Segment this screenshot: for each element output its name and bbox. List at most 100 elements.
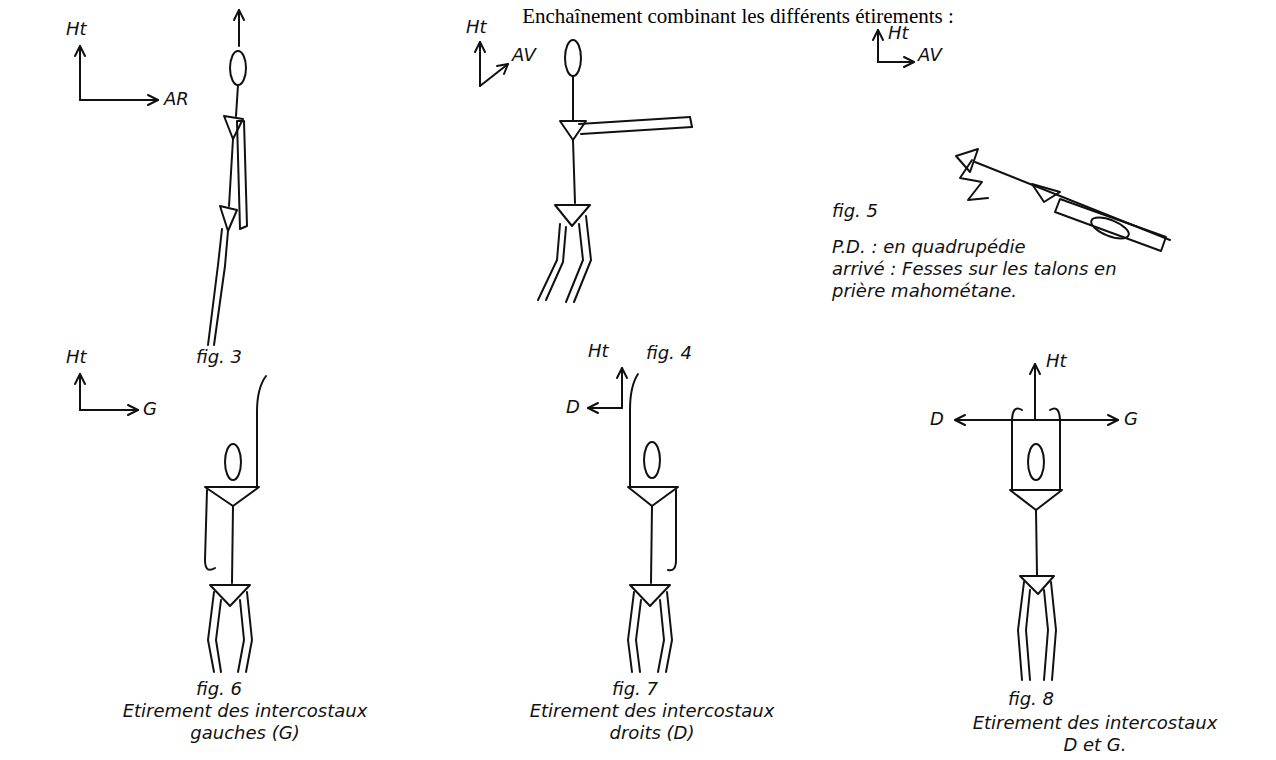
drawing-stroke <box>220 206 237 231</box>
drawing-stroke <box>668 490 676 570</box>
drawing-stroke <box>229 139 233 206</box>
drawing-stroke <box>216 600 221 672</box>
stick-figure <box>205 376 266 672</box>
drawing-stroke <box>236 85 238 116</box>
drawing-stroke <box>636 600 641 672</box>
drawing-stroke <box>1010 490 1062 510</box>
drawing-stroke <box>237 121 247 229</box>
drawing-stroke <box>904 57 914 67</box>
drawing-stroke <box>555 205 590 226</box>
drawing-stroke <box>573 140 575 203</box>
drawing-stroke <box>644 442 660 478</box>
drawing-stroke <box>234 10 244 20</box>
drawing-stroke <box>955 415 965 425</box>
drawing-stroke <box>208 592 214 672</box>
drawing-stroke <box>574 216 591 302</box>
handwritten-label: Ht <box>888 22 909 44</box>
handwritten-label: Etirement des intercostaux D et G. <box>970 712 1220 755</box>
drawing-stroke <box>1108 415 1118 425</box>
drawing-stroke <box>651 506 652 583</box>
drawing-stroke <box>1055 199 1166 251</box>
drawing-stroke <box>581 127 692 134</box>
drawing-stroke <box>1051 582 1056 680</box>
stick-figure <box>538 40 692 302</box>
handwritten-label: AV <box>512 44 536 66</box>
drawing-stroke <box>79 46 81 100</box>
stick-figure <box>628 374 678 672</box>
handwritten-label: fig. 6 <box>196 678 242 700</box>
drawing-stroke <box>1012 409 1022 491</box>
handwritten-label: fig. 5 <box>832 200 878 222</box>
handwritten-label: Ht <box>66 18 87 40</box>
handwritten-label: D <box>930 408 944 430</box>
handwritten-label: Etirement des intercostaux droits (D) <box>527 700 777 743</box>
axis-arrows <box>75 46 158 105</box>
drawing-stroke <box>955 419 1118 421</box>
handwritten-label: G <box>143 398 157 420</box>
handwritten-label: AR <box>164 88 189 110</box>
drawing-stroke <box>1032 184 1060 202</box>
handwritten-label: G <box>1124 408 1138 430</box>
drawing-stroke <box>630 585 670 606</box>
drawing-stroke <box>238 10 240 46</box>
drawing-stroke <box>225 444 241 480</box>
handwritten-label: arrivé : Fesses sur les talons en prière… <box>832 258 1172 301</box>
drawing-stroke <box>579 117 690 124</box>
drawing-stroke <box>475 42 485 52</box>
drawing-stroke <box>628 592 634 672</box>
drawing-stroke <box>546 227 566 300</box>
drawing-stroke <box>877 30 879 62</box>
drawing-stroke <box>75 46 85 56</box>
handwritten-label: fig. 4 <box>646 342 692 364</box>
drawing-stroke <box>621 368 623 408</box>
drawing-stroke <box>479 42 481 86</box>
drawing-stroke <box>690 117 692 127</box>
drawing-stroke <box>1030 364 1040 374</box>
drawing-stroke <box>1026 590 1030 680</box>
stick-figure <box>1010 409 1062 681</box>
handwritten-label: Ht <box>66 346 87 368</box>
drawing-stroke <box>224 116 243 139</box>
drawing-stroke <box>257 376 266 488</box>
drawing-stroke <box>666 592 672 672</box>
drawing-stroke <box>238 600 244 672</box>
drawing-stroke <box>617 368 627 378</box>
handwritten-label: Ht <box>588 340 609 362</box>
stick-figure <box>208 10 247 345</box>
drawing-stroke <box>628 487 678 506</box>
drawing-stroke <box>214 231 228 345</box>
axis-arrows <box>955 364 1118 425</box>
axis-arrows <box>475 42 508 86</box>
drawing-stroke <box>497 64 508 74</box>
handwritten-label: fig. 3 <box>196 346 242 368</box>
drawing-stroke <box>128 405 138 415</box>
drawing-stroke <box>480 64 508 86</box>
drawing-stroke <box>205 487 259 506</box>
drawing-stroke <box>1028 444 1044 480</box>
handwritten-label: AV <box>918 44 942 66</box>
drawing-stroke <box>232 506 233 583</box>
stick-figure <box>956 149 1170 251</box>
drawing-stroke <box>566 224 583 302</box>
drawing-stroke <box>538 224 560 300</box>
drawing-stroke <box>205 490 215 570</box>
drawing-stroke <box>1018 582 1024 680</box>
handwritten-label: D <box>566 396 580 418</box>
drawing-stroke <box>572 76 574 120</box>
axis-arrows <box>75 374 138 415</box>
drawing-stroke <box>1034 364 1036 420</box>
drawing-stroke <box>1050 409 1060 491</box>
handwritten-label: fig. 8 <box>1008 688 1054 710</box>
drawing-stroke <box>79 374 81 410</box>
handwritten-label: Ht <box>1046 350 1067 372</box>
drawing-stroke <box>565 40 581 76</box>
drawing-stroke <box>1020 576 1054 594</box>
drawing-stroke <box>658 600 664 672</box>
handwritten-label: Etirement des intercostaux gauches (G) <box>120 700 370 743</box>
drawing-stroke <box>246 592 252 672</box>
drawing-stroke <box>80 409 138 411</box>
handwritten-label: P.D. : en quadrupédie <box>832 236 1026 258</box>
drawing-stroke <box>210 585 250 606</box>
